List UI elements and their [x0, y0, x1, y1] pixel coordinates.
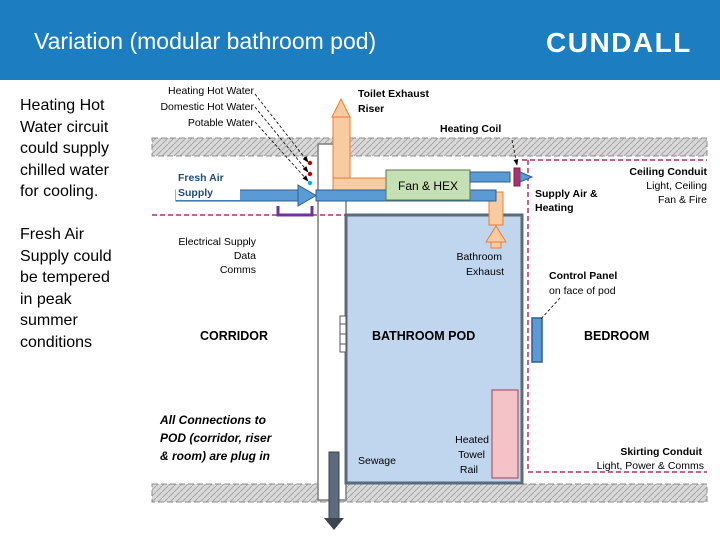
- side-note-line: for cooling.: [20, 183, 99, 200]
- side-note-fresh-air: Fresh Air Supply could be tempered in pe…: [20, 224, 112, 353]
- bathroom-pod-label: BATHROOM POD: [372, 329, 475, 343]
- exhaust-up-arrow: [331, 97, 351, 118]
- legend-heating-hot-water: Heating Hot Water: [168, 85, 254, 97]
- sewage-label: Sewage: [358, 455, 396, 467]
- heating-coil-label: Heating Coil: [440, 123, 501, 135]
- fresh-air-label-2: Supply: [178, 187, 213, 199]
- control-panel: [531, 317, 543, 363]
- floor-slab: [151, 483, 708, 503]
- side-note-line: Supply could: [20, 247, 112, 265]
- legend-leader-2: [254, 106, 309, 173]
- side-note-line: Water circuit: [20, 118, 109, 136]
- control-panel-leader: [539, 297, 561, 321]
- potable-pipe-dot: [307, 180, 313, 186]
- side-note-cooling: Heating Hot Water circuit could supply c…: [20, 95, 109, 203]
- heating-pipe-dot: [307, 160, 313, 166]
- side-note-line: be tempered: [20, 269, 110, 286]
- supply-air-label: Supply Air &: [535, 188, 598, 200]
- legend-leader-1: [254, 93, 309, 163]
- all-connections-label: All Connections to: [159, 413, 266, 427]
- bathroom-exhaust-stub: [490, 241, 502, 249]
- control-panel-label: Control Panel: [549, 270, 617, 282]
- towel-rail-label: Heated: [455, 434, 489, 446]
- heated-towel-rail: [491, 389, 519, 479]
- ceiling-conduit-label-3: Fan & Fire: [658, 194, 707, 206]
- legend-leader-3: [254, 121, 309, 182]
- ceiling-conduit-label-2: Light, Ceiling: [646, 180, 707, 192]
- cundall-logo: CUNDALL: [546, 27, 691, 58]
- heating-coil: [513, 167, 521, 187]
- fresh-air-label: Fresh Air: [178, 172, 224, 184]
- fan-hex-unit: [385, 169, 471, 201]
- supply-air-label-2: Heating: [535, 202, 574, 214]
- skirting-conduit-line: [527, 160, 707, 473]
- slide-title: Variation (modular bathroom pod): [34, 28, 377, 54]
- supply-air-duct: [469, 171, 511, 183]
- sewage-arrow: [324, 518, 344, 530]
- all-connections-label-3: & room) are plug in: [160, 449, 270, 463]
- legend-potable-water: Potable Water: [188, 117, 255, 129]
- side-note-line: Fresh Air: [20, 226, 85, 243]
- toilet-exhaust-label: Toilet Exhaust: [358, 88, 429, 100]
- towel-rail-label-2: Towel: [458, 449, 485, 461]
- skirting-conduit-label: Skirting Conduit: [620, 446, 702, 458]
- control-panel-label-2: on face of pod: [549, 285, 616, 297]
- side-note-line: in peak: [20, 290, 72, 308]
- electrical-supply-conduit: [276, 206, 314, 217]
- legend-domestic-hot-water: Domestic Hot Water: [160, 101, 254, 113]
- electrical-supply-label: Electrical Supply: [178, 236, 256, 248]
- bathroom-exhaust-label-2: Exhaust: [466, 266, 504, 278]
- corridor-label: CORRIDOR: [200, 329, 268, 343]
- toilet-exhaust-riser: [332, 116, 351, 188]
- side-note-line: Heating Hot: [20, 97, 105, 114]
- electrical-comms-label: Comms: [220, 264, 256, 276]
- side-note-line: could supply: [20, 140, 109, 157]
- dhw-pipe-dot: [307, 171, 313, 177]
- side-note-line: chilled water: [20, 161, 109, 179]
- fresh-air-arrow: [297, 184, 317, 207]
- skirting-conduit-label-2: Light, Power & Comms: [597, 460, 704, 472]
- fan-hex-label: Fan & HEX: [398, 179, 458, 193]
- slide-header: Variation (modular bathroom pod) CUNDALL: [0, 0, 720, 80]
- side-note-line: summer: [20, 312, 78, 329]
- electrical-data-label: Data: [234, 250, 256, 262]
- side-note-line: conditions: [20, 333, 93, 351]
- logo-text: CUNDALL: [546, 27, 691, 58]
- toilet-exhaust-label-2: Riser: [358, 103, 384, 115]
- ceiling-slab: [151, 137, 708, 157]
- towel-rail-label-3: Rail: [460, 464, 478, 476]
- heating-coil-leader: [511, 139, 519, 166]
- sewage-pipe: [328, 451, 340, 521]
- supply-air-arrow: [519, 171, 534, 183]
- bedroom-label: BEDROOM: [584, 329, 649, 343]
- bathroom-exhaust-label: Bathroom: [456, 251, 502, 263]
- all-connections-label-2: POD (corridor, riser: [160, 431, 273, 445]
- ceiling-conduit-label: Ceiling Conduit: [629, 166, 707, 178]
- fresh-air-label-bg: [176, 170, 240, 200]
